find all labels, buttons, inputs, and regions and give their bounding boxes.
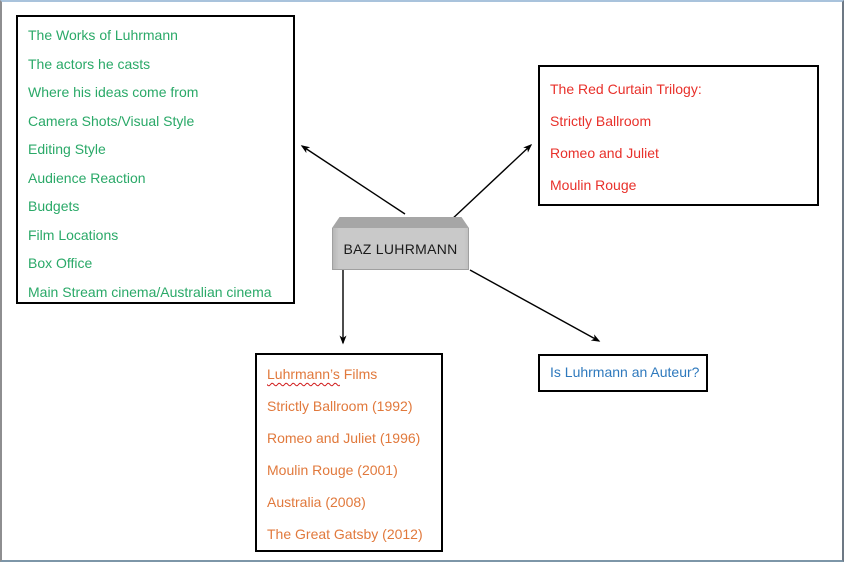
auteur-label: Is Luhrmann an Auteur? xyxy=(550,364,700,380)
film-item: Romeo and Juliet (1996) xyxy=(267,430,421,446)
films-title: Luhrmann’s Films xyxy=(267,358,441,390)
topic-item: Audience Reaction xyxy=(28,169,146,186)
center-node-label: BAZ LUHRMANN xyxy=(343,240,458,257)
arrow-to-auteur xyxy=(469,269,601,342)
topic-item: Box Office xyxy=(28,255,93,271)
cube-top-face xyxy=(332,217,469,228)
topic-item: Main Stream cinema/Australian cinema xyxy=(28,283,272,300)
topic-item: The Works of Luhrmann xyxy=(28,27,178,43)
arrow-to-topics xyxy=(300,145,406,215)
films-box[interactable]: Luhrmann’s Films Strictly Ballroom (1992… xyxy=(255,353,443,552)
topic-item: Editing Style xyxy=(28,141,106,157)
auteur-box[interactable]: Is Luhrmann an Auteur? xyxy=(538,354,708,392)
films-title-rest: Films xyxy=(339,366,378,382)
topic-item: Budgets xyxy=(28,198,80,214)
trilogy-item: Moulin Rouge xyxy=(550,177,637,193)
film-item: The Great Gatsby (2012) xyxy=(267,526,423,542)
trilogy-title: The Red Curtain Trilogy: xyxy=(550,81,702,97)
trilogy-item: Romeo and Juliet xyxy=(550,145,659,161)
topics-box[interactable]: The Works of Luhrmann The actors he cast… xyxy=(16,15,295,304)
topic-item: Film Locations xyxy=(28,226,119,243)
topic-item: Camera Shots/Visual Style xyxy=(28,112,195,129)
topic-item: The actors he casts xyxy=(28,55,151,72)
topic-item: Where his ideas come from xyxy=(28,84,199,100)
cube-front-face: BAZ LUHRMANN xyxy=(332,228,469,270)
film-item: Strictly Ballroom (1992) xyxy=(267,398,413,414)
trilogy-box[interactable]: The Red Curtain Trilogy: Strictly Ballro… xyxy=(538,65,819,206)
trilogy-item: Strictly Ballroom xyxy=(550,113,652,129)
film-item: Moulin Rouge (2001) xyxy=(267,462,398,478)
arrow-to-trilogy xyxy=(449,143,533,222)
film-item: Australia (2008) xyxy=(267,494,366,510)
films-title-misspelled-word: Luhrmann’s xyxy=(267,366,340,382)
